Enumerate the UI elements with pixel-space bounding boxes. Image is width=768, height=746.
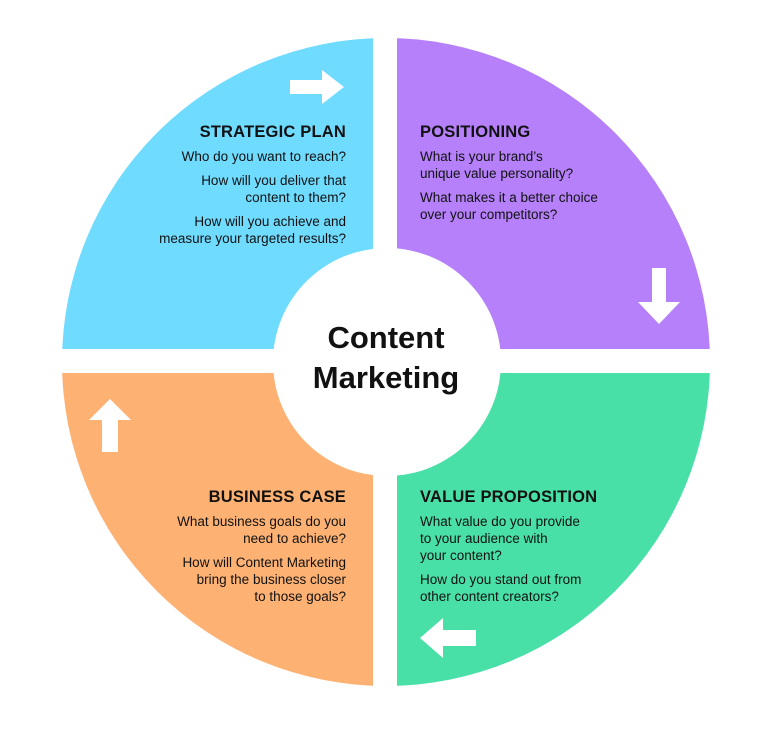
center-title: Content Marketing [286,318,486,398]
value-proposition-question: How do you stand out from other content … [420,572,582,604]
arrow-right-icon [290,70,344,104]
strategic-plan-block: STRATEGIC PLAN Who do you want to reach?… [116,123,346,254]
value-proposition-block: VALUE PROPOSITION What value do you prov… [420,488,650,612]
business-case-question: How will Content Marketing bring the bus… [182,555,346,604]
arrow-up-icon [89,399,131,452]
value-proposition-title: VALUE PROPOSITION [420,488,598,506]
center-title-line1: Content [327,320,445,355]
arrow-down-icon [638,268,680,324]
strategic-plan-question: How will you achieve and measure your ta… [159,214,346,246]
positioning-block: POSITIONING What is your brand’s unique … [420,123,650,230]
positioning-question: What makes it a better choice over your … [420,190,598,222]
center-circle [273,248,501,476]
strategic-plan-question: How will you deliver that content to the… [201,173,346,205]
arrow-left-icon [420,618,476,658]
business-case-title: BUSINESS CASE [208,488,346,506]
strategic-plan-question: Who do you want to reach? [181,149,346,164]
positioning-question: What is your brand’s unique value person… [420,149,574,181]
center-title-line2: Marketing [312,360,460,395]
value-proposition-question: What value do you provide to your audien… [420,514,580,563]
business-case-block: BUSINESS CASE What business goals do you… [116,488,346,612]
strategic-plan-title: STRATEGIC PLAN [199,123,346,141]
positioning-title: POSITIONING [420,123,531,141]
business-case-question: What business goals do you need to achie… [177,514,346,546]
